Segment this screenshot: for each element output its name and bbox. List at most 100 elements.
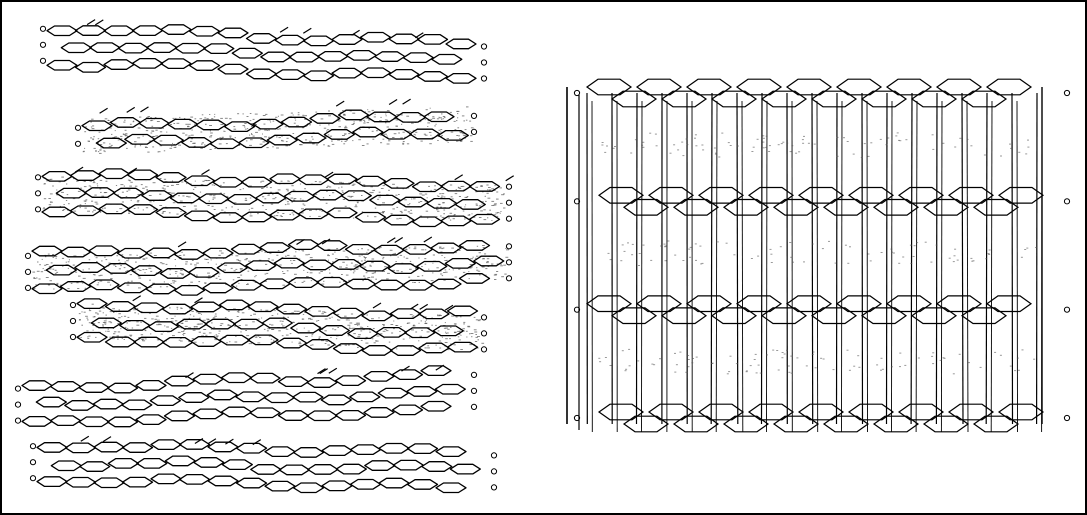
hexagon-ring bbox=[960, 307, 1008, 325]
atom-marker bbox=[69, 333, 77, 341]
vertical-rod bbox=[940, 100, 943, 433]
hexagon-ring bbox=[218, 334, 251, 346]
hexagon-ring bbox=[897, 403, 945, 421]
hexagon-ring bbox=[872, 198, 920, 216]
hexagon-ring bbox=[89, 42, 121, 54]
hexagon-ring bbox=[255, 192, 287, 204]
hexagon-ring bbox=[135, 379, 167, 391]
hexagon-ring bbox=[216, 262, 248, 274]
hexagon-ring bbox=[785, 78, 833, 96]
hexagon-ring bbox=[263, 392, 295, 404]
hexagon-ring bbox=[420, 400, 452, 412]
hexagon-ring bbox=[220, 406, 253, 418]
hexagon-layer bbox=[14, 364, 478, 428]
hexagon-ring bbox=[287, 277, 320, 289]
hexagon-ring bbox=[585, 295, 633, 313]
hexagon-ring bbox=[597, 403, 645, 421]
hexagon-ring bbox=[98, 203, 130, 215]
hexagon-ring bbox=[264, 480, 296, 492]
hexagon-ring bbox=[79, 461, 111, 472]
hexagon-ring bbox=[389, 308, 422, 320]
atom-marker bbox=[1063, 306, 1071, 313]
dangling-bond bbox=[94, 19, 104, 26]
hexagon-ring bbox=[36, 476, 68, 488]
hexagon-ring bbox=[391, 404, 424, 416]
dangling-bond bbox=[335, 100, 345, 107]
hexagon-ring bbox=[88, 245, 120, 257]
dangling-bond bbox=[419, 303, 429, 310]
hexagon-ring bbox=[349, 444, 382, 456]
hexagon-ring bbox=[116, 282, 149, 294]
hexagon-ring bbox=[610, 307, 658, 325]
hexagon-ring bbox=[847, 186, 895, 204]
hexagon-ring bbox=[872, 415, 920, 433]
dangling-bond bbox=[351, 29, 360, 36]
hexagon-ring bbox=[155, 207, 187, 218]
hexagon-ring bbox=[406, 386, 438, 397]
hexagon-ring bbox=[260, 51, 292, 63]
hexagon-ring bbox=[622, 198, 670, 216]
hexagon-ring bbox=[93, 441, 125, 453]
hexagon-ring bbox=[176, 318, 208, 330]
hexagon-ring bbox=[446, 341, 479, 353]
atom-marker bbox=[1063, 414, 1071, 422]
dangling-bond bbox=[401, 365, 410, 372]
hexagon-ring bbox=[21, 380, 53, 391]
dangling-bond bbox=[225, 438, 234, 445]
hexagon-ring bbox=[985, 78, 1033, 96]
hexagon-ring bbox=[361, 310, 393, 322]
hexagon-ring bbox=[74, 262, 106, 273]
dangling-bond bbox=[177, 241, 187, 248]
dangling-bond bbox=[388, 98, 398, 106]
hexagon-ring bbox=[330, 258, 362, 270]
dangling-bond bbox=[279, 26, 289, 33]
hexagon-ring bbox=[269, 209, 301, 221]
hexagon-ring bbox=[245, 68, 278, 80]
dangling-bond bbox=[126, 106, 136, 113]
atom-marker bbox=[470, 403, 478, 410]
hexagon-ring bbox=[278, 464, 310, 476]
hexagon-ring bbox=[331, 67, 363, 79]
hexagon-ring bbox=[710, 90, 758, 108]
hexagon-ring bbox=[947, 403, 995, 421]
hexagon-ring bbox=[411, 181, 444, 193]
hexagon-ring bbox=[49, 381, 82, 392]
hexagon-ring bbox=[240, 211, 273, 223]
hexagon-ring bbox=[104, 336, 137, 348]
hexagon-ring bbox=[972, 415, 1020, 433]
vertical-rod bbox=[710, 92, 713, 425]
atom-marker bbox=[34, 206, 42, 213]
hexagon-ring bbox=[230, 279, 263, 291]
hexagon-ring bbox=[103, 59, 135, 70]
hexagon-ring bbox=[131, 265, 163, 277]
hexagon-ring bbox=[416, 33, 449, 45]
hexagon-ring bbox=[418, 342, 450, 354]
dangling-bond bbox=[423, 236, 433, 243]
hexagon-ring bbox=[161, 303, 194, 315]
hexagon-ring bbox=[136, 457, 168, 469]
hexagon-ring bbox=[444, 257, 476, 269]
hexagon-ring bbox=[685, 295, 733, 313]
hexagon-ring bbox=[810, 90, 858, 108]
vertical-rod bbox=[760, 92, 763, 425]
atom-marker bbox=[74, 140, 82, 147]
hexagon-ring bbox=[404, 327, 436, 339]
vertical-rod bbox=[1016, 100, 1018, 433]
atom-marker bbox=[505, 259, 513, 266]
hexagon-ring bbox=[885, 78, 933, 96]
atom-marker bbox=[69, 317, 77, 325]
hexagon-ring bbox=[178, 439, 211, 450]
hexagon-ring bbox=[31, 283, 63, 295]
hexagon-ring bbox=[149, 395, 181, 407]
hexagon-ring bbox=[383, 177, 415, 189]
hexagon-ring bbox=[220, 372, 253, 384]
atom-marker bbox=[505, 275, 513, 282]
atom-marker bbox=[24, 252, 32, 259]
hexagon-ring bbox=[391, 369, 424, 381]
hexagon-ring bbox=[264, 446, 296, 458]
hexagon-ring bbox=[378, 477, 410, 489]
hexagon-ring bbox=[102, 263, 134, 274]
hexagon-ring bbox=[309, 113, 341, 124]
hexagon-ring bbox=[45, 264, 77, 276]
dangling-bond bbox=[386, 237, 396, 244]
